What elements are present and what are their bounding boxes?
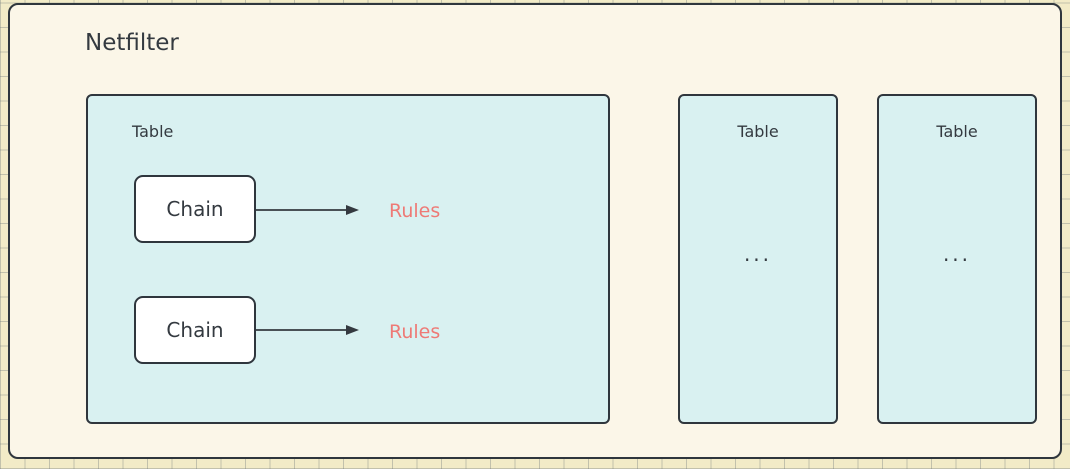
table-box-collapsed: Table ... <box>678 94 838 424</box>
rules-label: Rules <box>389 200 441 222</box>
table-box-main: Table Chain Rules Chain Rules <box>86 94 610 424</box>
rules-label: Rules <box>389 321 441 343</box>
table-label: Table <box>936 122 978 141</box>
chain-box: Chain <box>134 296 256 364</box>
diagram-title: Netfilter <box>85 30 179 56</box>
arrow-icon <box>256 325 359 335</box>
table-box-collapsed: Table ... <box>877 94 1037 424</box>
netfilter-container: Netfilter Table Chain Rules Chain Rules … <box>8 3 1062 459</box>
table-label: Table <box>132 122 174 141</box>
table-label: Table <box>737 122 779 141</box>
ellipsis-placeholder: ... <box>743 242 773 266</box>
ellipsis-placeholder: ... <box>942 242 972 266</box>
chain-box: Chain <box>134 175 256 243</box>
arrow-icon <box>256 205 359 215</box>
